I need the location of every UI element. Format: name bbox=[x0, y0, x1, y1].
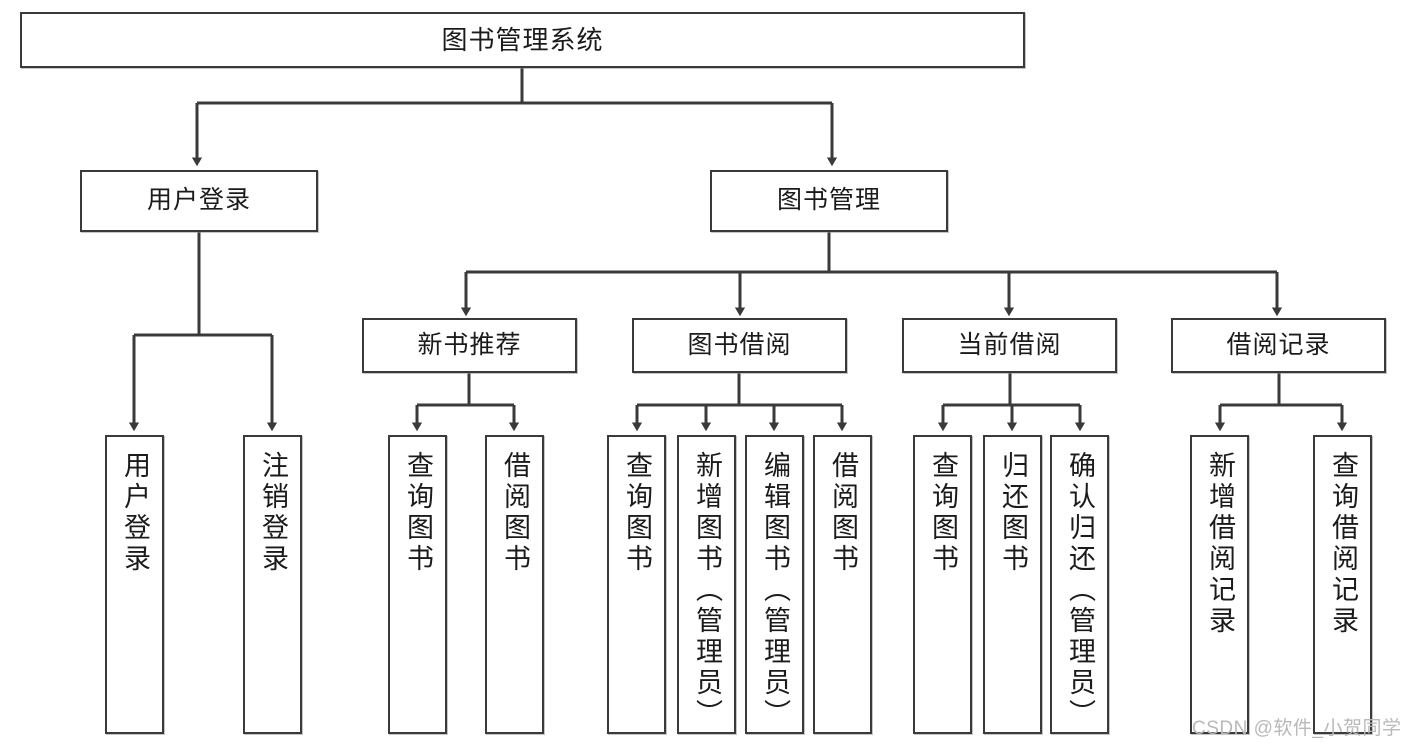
leaf-query-book-1[interactable]: 查询图书 bbox=[388, 435, 447, 734]
node-label: 编辑图书（管理员） bbox=[760, 451, 790, 730]
node-label: 注销登录 bbox=[258, 451, 288, 575]
node-label: 图书管理 bbox=[776, 186, 881, 215]
node-label: 当前借阅 bbox=[957, 330, 1062, 359]
leaf-logout-login[interactable]: 注销登录 bbox=[243, 435, 302, 734]
leaf-borrow-book-2[interactable]: 借阅图书 bbox=[813, 435, 872, 734]
leaf-query-book-2[interactable]: 查询图书 bbox=[607, 435, 666, 734]
node-book-borrow[interactable]: 图书借阅 bbox=[632, 318, 847, 373]
node-label: 确认归还（管理员） bbox=[1065, 451, 1095, 730]
leaf-add-book[interactable]: 新增图书（管理员） bbox=[677, 435, 736, 734]
node-label: 图书借阅 bbox=[687, 330, 792, 359]
node-label: 借阅图书 bbox=[500, 451, 530, 575]
node-label: 借阅图书 bbox=[828, 451, 858, 575]
leaf-query-borrow-record[interactable]: 查询借阅记录 bbox=[1313, 435, 1372, 734]
leaf-query-book-3[interactable]: 查询图书 bbox=[913, 435, 972, 734]
leaf-return-book[interactable]: 归还图书 bbox=[983, 435, 1042, 734]
csdn-watermark: CSDN @软件_小贺同学 bbox=[1192, 718, 1402, 739]
node-label: 查询图书 bbox=[622, 451, 652, 575]
node-new-book-recommend[interactable]: 新书推荐 bbox=[362, 318, 577, 373]
node-label: 新增借阅记录 bbox=[1205, 451, 1235, 637]
node-borrow-record[interactable]: 借阅记录 bbox=[1171, 318, 1386, 373]
node-label: 图书管理系统 bbox=[441, 24, 604, 55]
node-current-borrow[interactable]: 当前借阅 bbox=[902, 318, 1117, 373]
node-label: 查询图书 bbox=[403, 451, 433, 575]
node-user-login[interactable]: 用户登录 bbox=[80, 170, 318, 232]
node-label: 新书推荐 bbox=[417, 330, 522, 359]
node-label: 查询借阅记录 bbox=[1328, 451, 1358, 637]
node-label: 用户登录 bbox=[120, 451, 150, 575]
leaf-confirm-return[interactable]: 确认归还（管理员） bbox=[1050, 435, 1109, 734]
leaf-edit-book[interactable]: 编辑图书（管理员） bbox=[745, 435, 804, 734]
leaf-borrow-book-1[interactable]: 借阅图书 bbox=[485, 435, 544, 734]
node-label: 借阅记录 bbox=[1226, 330, 1331, 359]
node-label: 查询图书 bbox=[928, 451, 958, 575]
leaf-add-borrow-record[interactable]: 新增借阅记录 bbox=[1190, 435, 1249, 734]
node-label: 归还图书 bbox=[998, 451, 1028, 575]
node-book-management[interactable]: 图书管理 bbox=[710, 170, 948, 232]
node-label: 用户登录 bbox=[146, 186, 251, 215]
leaf-user-login[interactable]: 用户登录 bbox=[105, 435, 164, 734]
node-root-system[interactable]: 图书管理系统 bbox=[20, 12, 1025, 68]
node-label: 新增图书（管理员） bbox=[692, 451, 722, 730]
